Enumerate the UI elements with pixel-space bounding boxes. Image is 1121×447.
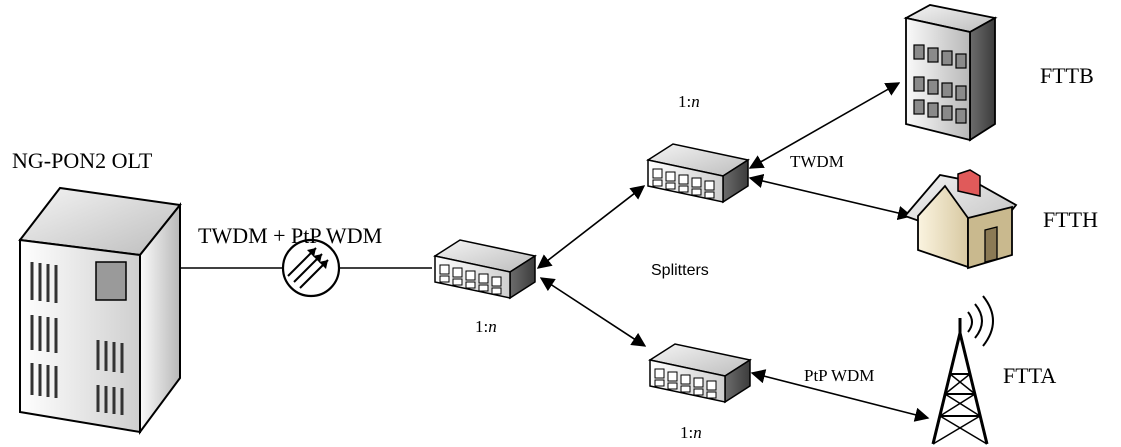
splitter-main-icon <box>434 239 536 299</box>
distribution-links <box>536 82 930 422</box>
wdm-multiplexer-icon <box>281 238 341 298</box>
ftth-label: FTTH <box>1043 207 1098 232</box>
server-cabinet-icon <box>18 186 182 436</box>
antenna-tower-icon <box>931 295 994 445</box>
fttb-label: FTTB <box>1040 63 1094 88</box>
feeder-label: TWDM + PtP WDM <box>198 223 382 248</box>
olt-label: NG-PON2 OLT <box>12 148 153 173</box>
splitter-upper-icon <box>647 143 749 203</box>
house-icon <box>903 169 1018 270</box>
office-building-icon <box>903 4 998 142</box>
twdm-link-label: TWDM <box>790 152 844 171</box>
ptp-wdm-link-label: PtP WDM <box>804 366 874 385</box>
splitter-main-ratio: 1:n <box>475 317 497 336</box>
splitter-upper-ratio: 1:n <box>678 92 700 111</box>
splitter-lower-ratio: 1:n <box>680 423 702 442</box>
splitter-lower-icon <box>649 343 751 403</box>
ftta-label: FTTA <box>1003 363 1056 388</box>
splitters-group-label: Splitters <box>651 262 709 279</box>
